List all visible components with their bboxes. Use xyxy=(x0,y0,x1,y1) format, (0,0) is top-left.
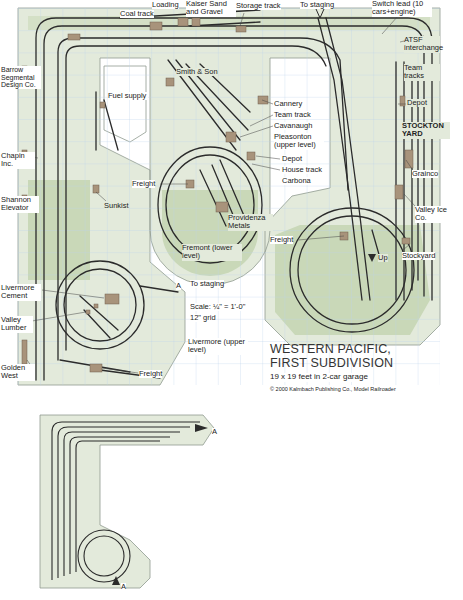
plan-label: STOCKTON YARD xyxy=(402,122,450,139)
plan-label: Sunkist xyxy=(104,202,129,210)
plan-label: A xyxy=(176,282,181,290)
staging-inset xyxy=(40,415,214,588)
leader-line xyxy=(27,13,424,373)
plan-label: Coal track xyxy=(120,10,154,18)
plan-label: Grainco xyxy=(412,170,438,178)
plan-label: Chapin Inc. xyxy=(1,152,35,169)
plan-label: Fremont (lower level) xyxy=(182,244,242,261)
plan-label: Switch lead (10 cars+engine) xyxy=(372,0,432,17)
plan-label: ATSF interchange xyxy=(404,36,440,53)
track xyxy=(36,10,432,380)
plan-label: Team track xyxy=(274,111,311,119)
plan-label: A xyxy=(121,583,126,591)
plan-label: Freight xyxy=(139,370,162,378)
plan-label: Cannery xyxy=(274,100,302,108)
plan-label: Up xyxy=(378,254,388,262)
plan-label: Livermore Cement xyxy=(1,284,41,301)
plan-label: 19 x 19 feet in 2-car garage xyxy=(270,373,368,382)
plan-label: To staging xyxy=(190,280,224,288)
plan-label: Depot xyxy=(282,155,302,163)
plan-label: Providenza Metals xyxy=(228,214,273,231)
plan-label: Barrow Segmental Design Co. xyxy=(1,66,41,89)
building xyxy=(22,18,413,372)
plan-label: 12" grid xyxy=(190,314,216,322)
plan-label: To staging xyxy=(300,1,334,9)
plan-label: Carbona xyxy=(282,177,311,185)
plan-label: Valley Ice Co. xyxy=(415,206,455,223)
plan-label: Cavanaugh xyxy=(274,122,312,130)
plan-title: WESTERN PACIFIC, FIRST SUBDIVISION xyxy=(270,343,420,371)
plan-label: Depot xyxy=(407,99,427,107)
plan-label: Golden West xyxy=(1,364,35,381)
plan-label: Scale: ¼" = 1'-0" xyxy=(190,303,245,311)
plan-label: Livermore (upper level) xyxy=(188,338,248,355)
plan-label: Pleasonton (upper level) xyxy=(274,133,324,150)
plan-label: House track xyxy=(282,166,322,174)
plan-label: Loading xyxy=(152,1,179,9)
plan-label: Team tracks xyxy=(404,64,440,81)
plan-label: Freight xyxy=(132,180,155,188)
benchwork xyxy=(18,8,440,385)
plan-label: Valley Lumber xyxy=(1,316,33,333)
plan-label: Smith & Son xyxy=(176,68,218,76)
plan-label: Storage track xyxy=(236,2,281,10)
plan-label: Kaiser Sand and Gravel xyxy=(186,0,236,17)
plan-label: Fuel supply xyxy=(108,92,148,100)
plan-label: © 2000 Kalmbach Publishing Co., Model Ra… xyxy=(270,386,396,392)
plan-label: A xyxy=(212,428,217,436)
plan-label: Stockyard xyxy=(402,252,435,260)
plan-label: Shannon Elevator xyxy=(1,196,39,213)
plan-label: Freight xyxy=(270,236,293,244)
